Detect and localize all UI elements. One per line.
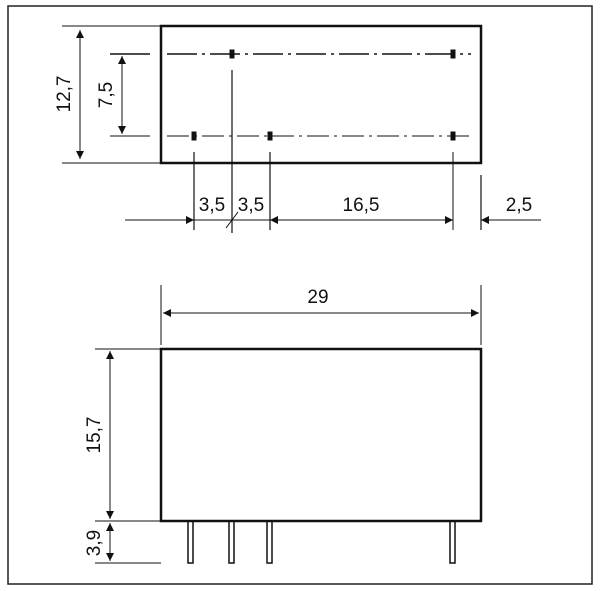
dim-length-label: 29 xyxy=(307,287,328,308)
pin xyxy=(187,520,194,564)
dim-offset-label: 2,5 xyxy=(506,195,532,216)
pin-mark xyxy=(229,49,235,59)
dim-pin-rows-label: 7,5 xyxy=(96,82,117,108)
dim-pitch-3-label: 16,5 xyxy=(343,195,380,216)
pin-mark xyxy=(450,131,456,141)
dim-pitch-2-label: 3,5 xyxy=(238,195,264,216)
drawing-frame xyxy=(7,5,593,585)
top-view xyxy=(62,24,541,233)
pin-mark xyxy=(191,131,197,141)
side-view xyxy=(95,285,483,564)
relay-body-top xyxy=(159,24,483,165)
dim-height-label: 12,7 xyxy=(54,76,75,113)
dim-pitch-1-label: 3,5 xyxy=(199,195,225,216)
pin xyxy=(228,520,235,564)
relay-body-side xyxy=(159,347,483,523)
pin xyxy=(266,520,273,564)
pin-mark xyxy=(267,131,273,141)
dim-pin-length-label: 3,9 xyxy=(84,530,105,556)
pin xyxy=(449,520,456,564)
pin-mark xyxy=(450,49,456,59)
dim-body-height-label: 15,7 xyxy=(84,417,105,454)
